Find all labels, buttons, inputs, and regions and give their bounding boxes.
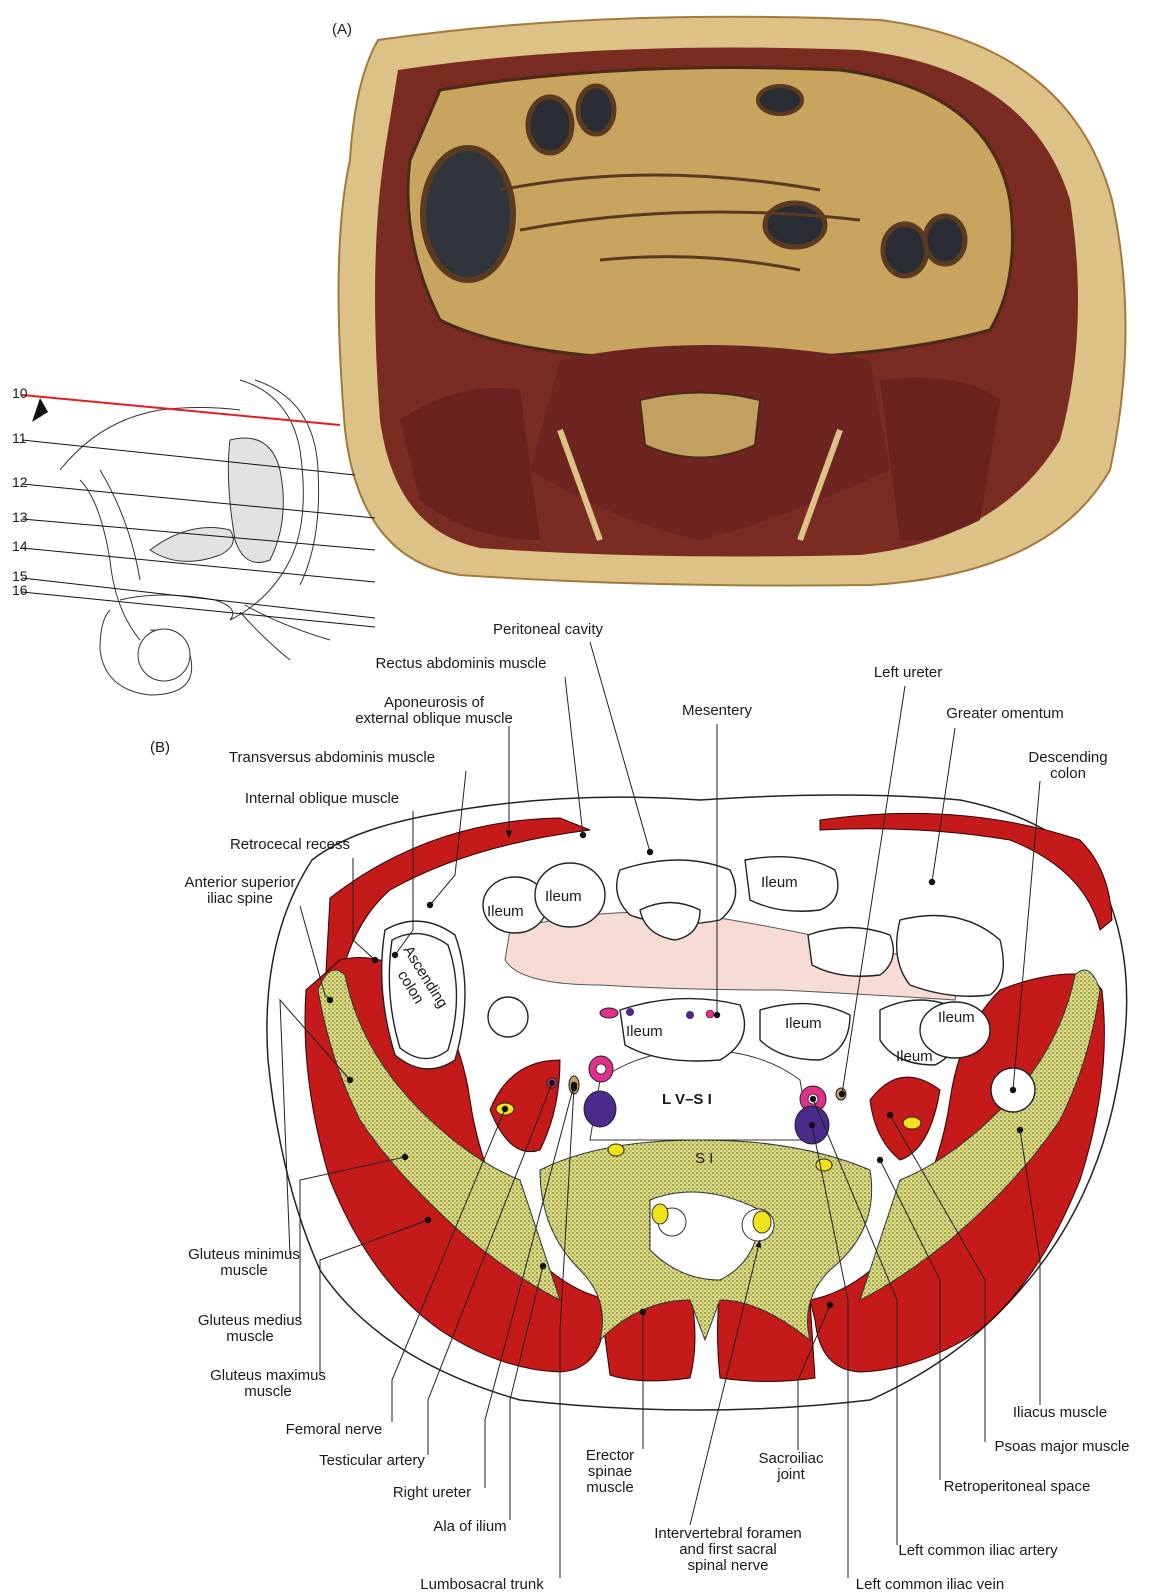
- panel-b-label: (B): [150, 739, 170, 756]
- ileum-label-3: Ileum: [487, 903, 524, 920]
- leader-dot-mesentery: [714, 1012, 720, 1018]
- leader-dot-peritoneal-cavity: [647, 849, 653, 855]
- leader-dot-asis: [327, 997, 333, 1003]
- callout-transversus: Transversus abdominis muscle: [229, 749, 435, 766]
- leader-dot-left-common-iliac-vein: [809, 1122, 815, 1128]
- leader-dot-greater-omentum: [929, 879, 935, 885]
- leader-dot-internal-oblique: [392, 952, 398, 958]
- panel-a-label: (A): [332, 21, 352, 38]
- level-line-15: [22, 578, 375, 618]
- callout-peritoneal-cavity: Peritoneal cavity: [493, 621, 604, 638]
- callout-internal-oblique: Internal oblique muscle: [245, 790, 399, 807]
- level-label-12: 12: [12, 474, 28, 490]
- ileum-label-6: Ileum: [938, 1009, 975, 1026]
- level-line-11: [22, 440, 355, 475]
- callout-psoas: Psoas major muscle: [994, 1438, 1129, 1455]
- ileum-label-1: Ileum: [761, 874, 798, 891]
- ileum-label-4: Ileum: [626, 1023, 663, 1040]
- leader-dot-gluteus-maximus: [425, 1217, 431, 1223]
- leader-dot-iliacus: [1017, 1127, 1023, 1133]
- left-femoral-nerve: [903, 1117, 921, 1129]
- ileum-label-7: Ileum: [896, 1048, 933, 1065]
- level-label-13: 13: [12, 509, 28, 525]
- leader-dot-femoral-nerve: [502, 1106, 508, 1112]
- callout-rectus-abdominis: Rectus abdominis muscle: [376, 655, 547, 672]
- callout-retrocecal: Retrocecal recess: [230, 836, 350, 853]
- level-label-16: 16: [12, 582, 28, 598]
- leader-dot-gluteus-minimus: [347, 1077, 353, 1083]
- panel-a: (A): [332, 17, 1126, 586]
- callout-testicular-artery: Testicular artery: [319, 1452, 425, 1469]
- callout-right-ureter: Right ureter: [393, 1484, 471, 1501]
- slice-level-lines: [22, 395, 375, 627]
- callout-femoral-nerve: Femoral nerve: [286, 1421, 383, 1438]
- leader-dot-ala-ilium: [540, 1263, 546, 1269]
- level-label-14: 14: [12, 538, 28, 554]
- si-label: S I: [695, 1150, 713, 1167]
- leader-dot-testicular-artery: [549, 1080, 555, 1086]
- level-label-11: 11: [12, 430, 27, 446]
- leader-dot-retroperitoneal: [877, 1157, 883, 1163]
- lv-si-label: L V–S I: [662, 1091, 712, 1108]
- callout-left-common-iliac-artery: Left common iliac artery: [898, 1542, 1058, 1559]
- leader-dot-left-ureter: [839, 1091, 845, 1097]
- leader-dot-gluteus-medius: [402, 1154, 408, 1160]
- leader-dot-sacroiliac: [827, 1302, 833, 1308]
- leader-dot-descending-colon: [1010, 1087, 1016, 1093]
- leader-dot-retrocecal: [372, 957, 378, 963]
- callout-greater-omentum: Greater omentum: [946, 705, 1064, 722]
- callout-retroperitoneal: Retroperitoneal space: [944, 1478, 1091, 1495]
- callout-left-ureter: Left ureter: [874, 664, 942, 681]
- right-common-iliac-vein: [584, 1091, 616, 1127]
- level-line-10: [22, 395, 340, 425]
- leader-dot-transversus: [427, 902, 433, 908]
- leader-dot-left-common-iliac-artery: [810, 1096, 816, 1102]
- callout-mesentery: Mesentery: [682, 702, 753, 719]
- leader-dot-erector-spinae: [640, 1309, 646, 1315]
- leader-dot-lumbosacral: [571, 1085, 577, 1091]
- callout-ala-ilium: Ala of ilium: [433, 1518, 506, 1535]
- sketch-outline: [60, 380, 330, 695]
- level-label-10: 10: [12, 385, 28, 401]
- callout-lumbosacral: Lumbosacral trunk: [420, 1576, 544, 1592]
- callout-iliacus: Iliacus muscle: [1013, 1404, 1107, 1421]
- panel-b: (B): [150, 621, 1130, 1592]
- ileum-label-5: Ileum: [785, 1015, 822, 1032]
- cadaver-section-photo: [339, 17, 1126, 586]
- level-line-12: [22, 484, 375, 518]
- callout-left-common-iliac-vein: Left common iliac vein: [856, 1576, 1004, 1592]
- ileum-label-2: Ileum: [545, 888, 582, 905]
- leader-dot-rectus-abdominis: [580, 832, 586, 838]
- direction-arrow-icon: [32, 398, 48, 422]
- leader-dot-psoas: [887, 1112, 893, 1118]
